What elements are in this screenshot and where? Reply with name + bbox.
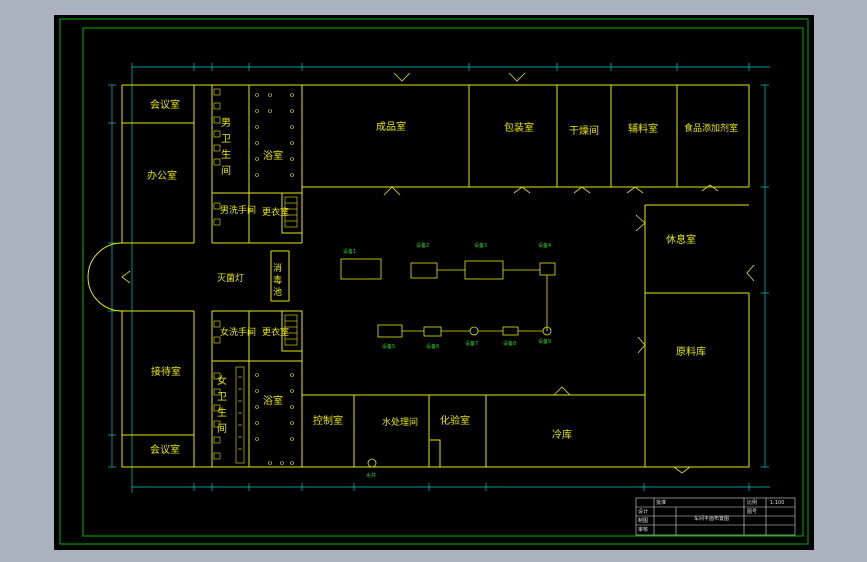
room-label-finished: 成品室 (376, 120, 406, 133)
title-block-row-label: 制图 (638, 517, 648, 524)
inner-frame (82, 27, 804, 537)
room-label-changing-bottom: 更衣室 (262, 326, 289, 338)
title-block-drawing-title: 车间平面布置图 (694, 515, 729, 522)
title-block-sheet-label: 图号 (747, 509, 757, 515)
well-label: 水井 (366, 472, 376, 479)
title-block-row-label: 审核 (638, 526, 648, 533)
floor-plan: 设备1 设备2 设备3 设备4 设备5 设备6 设备7 设备8 设备9 水井 会… (59, 18, 809, 545)
equipment-label: 设备9 (538, 338, 551, 345)
room-label-women-wc: 女卫生间 (215, 374, 227, 439)
title-block-scale-value: 1:100 (770, 500, 784, 506)
room-label-bath-top: 浴室 (263, 149, 283, 162)
room-label-bath-bottom: 浴室 (263, 394, 283, 407)
room-label-meeting-bottom: 会议室 (150, 443, 180, 456)
room-label-cold-storage: 冷库 (552, 428, 572, 441)
room-label-warehouse: 原料库 (676, 345, 706, 358)
fixtures (213, 88, 298, 465)
room-label-office: 办公室 (147, 169, 177, 182)
room-label-disinfect-pool: 消毒池 (271, 262, 282, 299)
equipment-label: 设备4 (538, 242, 551, 249)
room-label-lab: 化验室 (440, 414, 470, 427)
equipment-label: 设备1 (343, 248, 356, 255)
room-label-water-treatment: 水处理间 (382, 416, 418, 428)
room-label-rest: 休息室 (666, 233, 696, 246)
room-label-control: 控制室 (313, 414, 343, 427)
room-label-food-additive: 食品添加剂室 (684, 122, 738, 134)
room-label-reception: 接待室 (151, 365, 181, 378)
equipment-line (340, 258, 556, 468)
room-label-auxiliary: 辅料室 (628, 122, 658, 135)
drawing-canvas: 设备1 设备2 设备3 设备4 设备5 设备6 设备7 设备8 设备9 水井 会… (54, 15, 814, 550)
room-label-men-wash: 男洗手间 (220, 204, 256, 216)
room-label-changing-top: 更衣室 (262, 206, 289, 218)
title-block-scale-label: 比例 (747, 499, 757, 506)
title-block (635, 497, 796, 536)
title-block-row-label: 设计 (638, 508, 648, 515)
dimension-lines (108, 63, 770, 493)
room-label-women-wash: 女洗手间 (220, 326, 256, 338)
door-marks (121, 72, 755, 474)
title-block-row-label: 批准 (656, 499, 666, 506)
equipment-label: 设备7 (465, 340, 478, 347)
equipment-label: 设备2 (416, 242, 429, 249)
room-label-meeting-top: 会议室 (150, 98, 180, 111)
room-label-packing: 包装室 (504, 121, 534, 134)
walls (87, 84, 750, 468)
room-label-uv-lamp: 灭菌灯 (217, 272, 244, 284)
equipment-label: 设备6 (426, 343, 439, 350)
equipment-label: 设备8 (503, 340, 516, 347)
room-label-drying: 干燥间 (569, 124, 599, 137)
equipment-label: 设备5 (382, 343, 395, 350)
equipment-label: 设备3 (474, 242, 487, 249)
outer-frame (59, 18, 809, 545)
room-label-men-wc: 男卫生间 (219, 117, 231, 181)
